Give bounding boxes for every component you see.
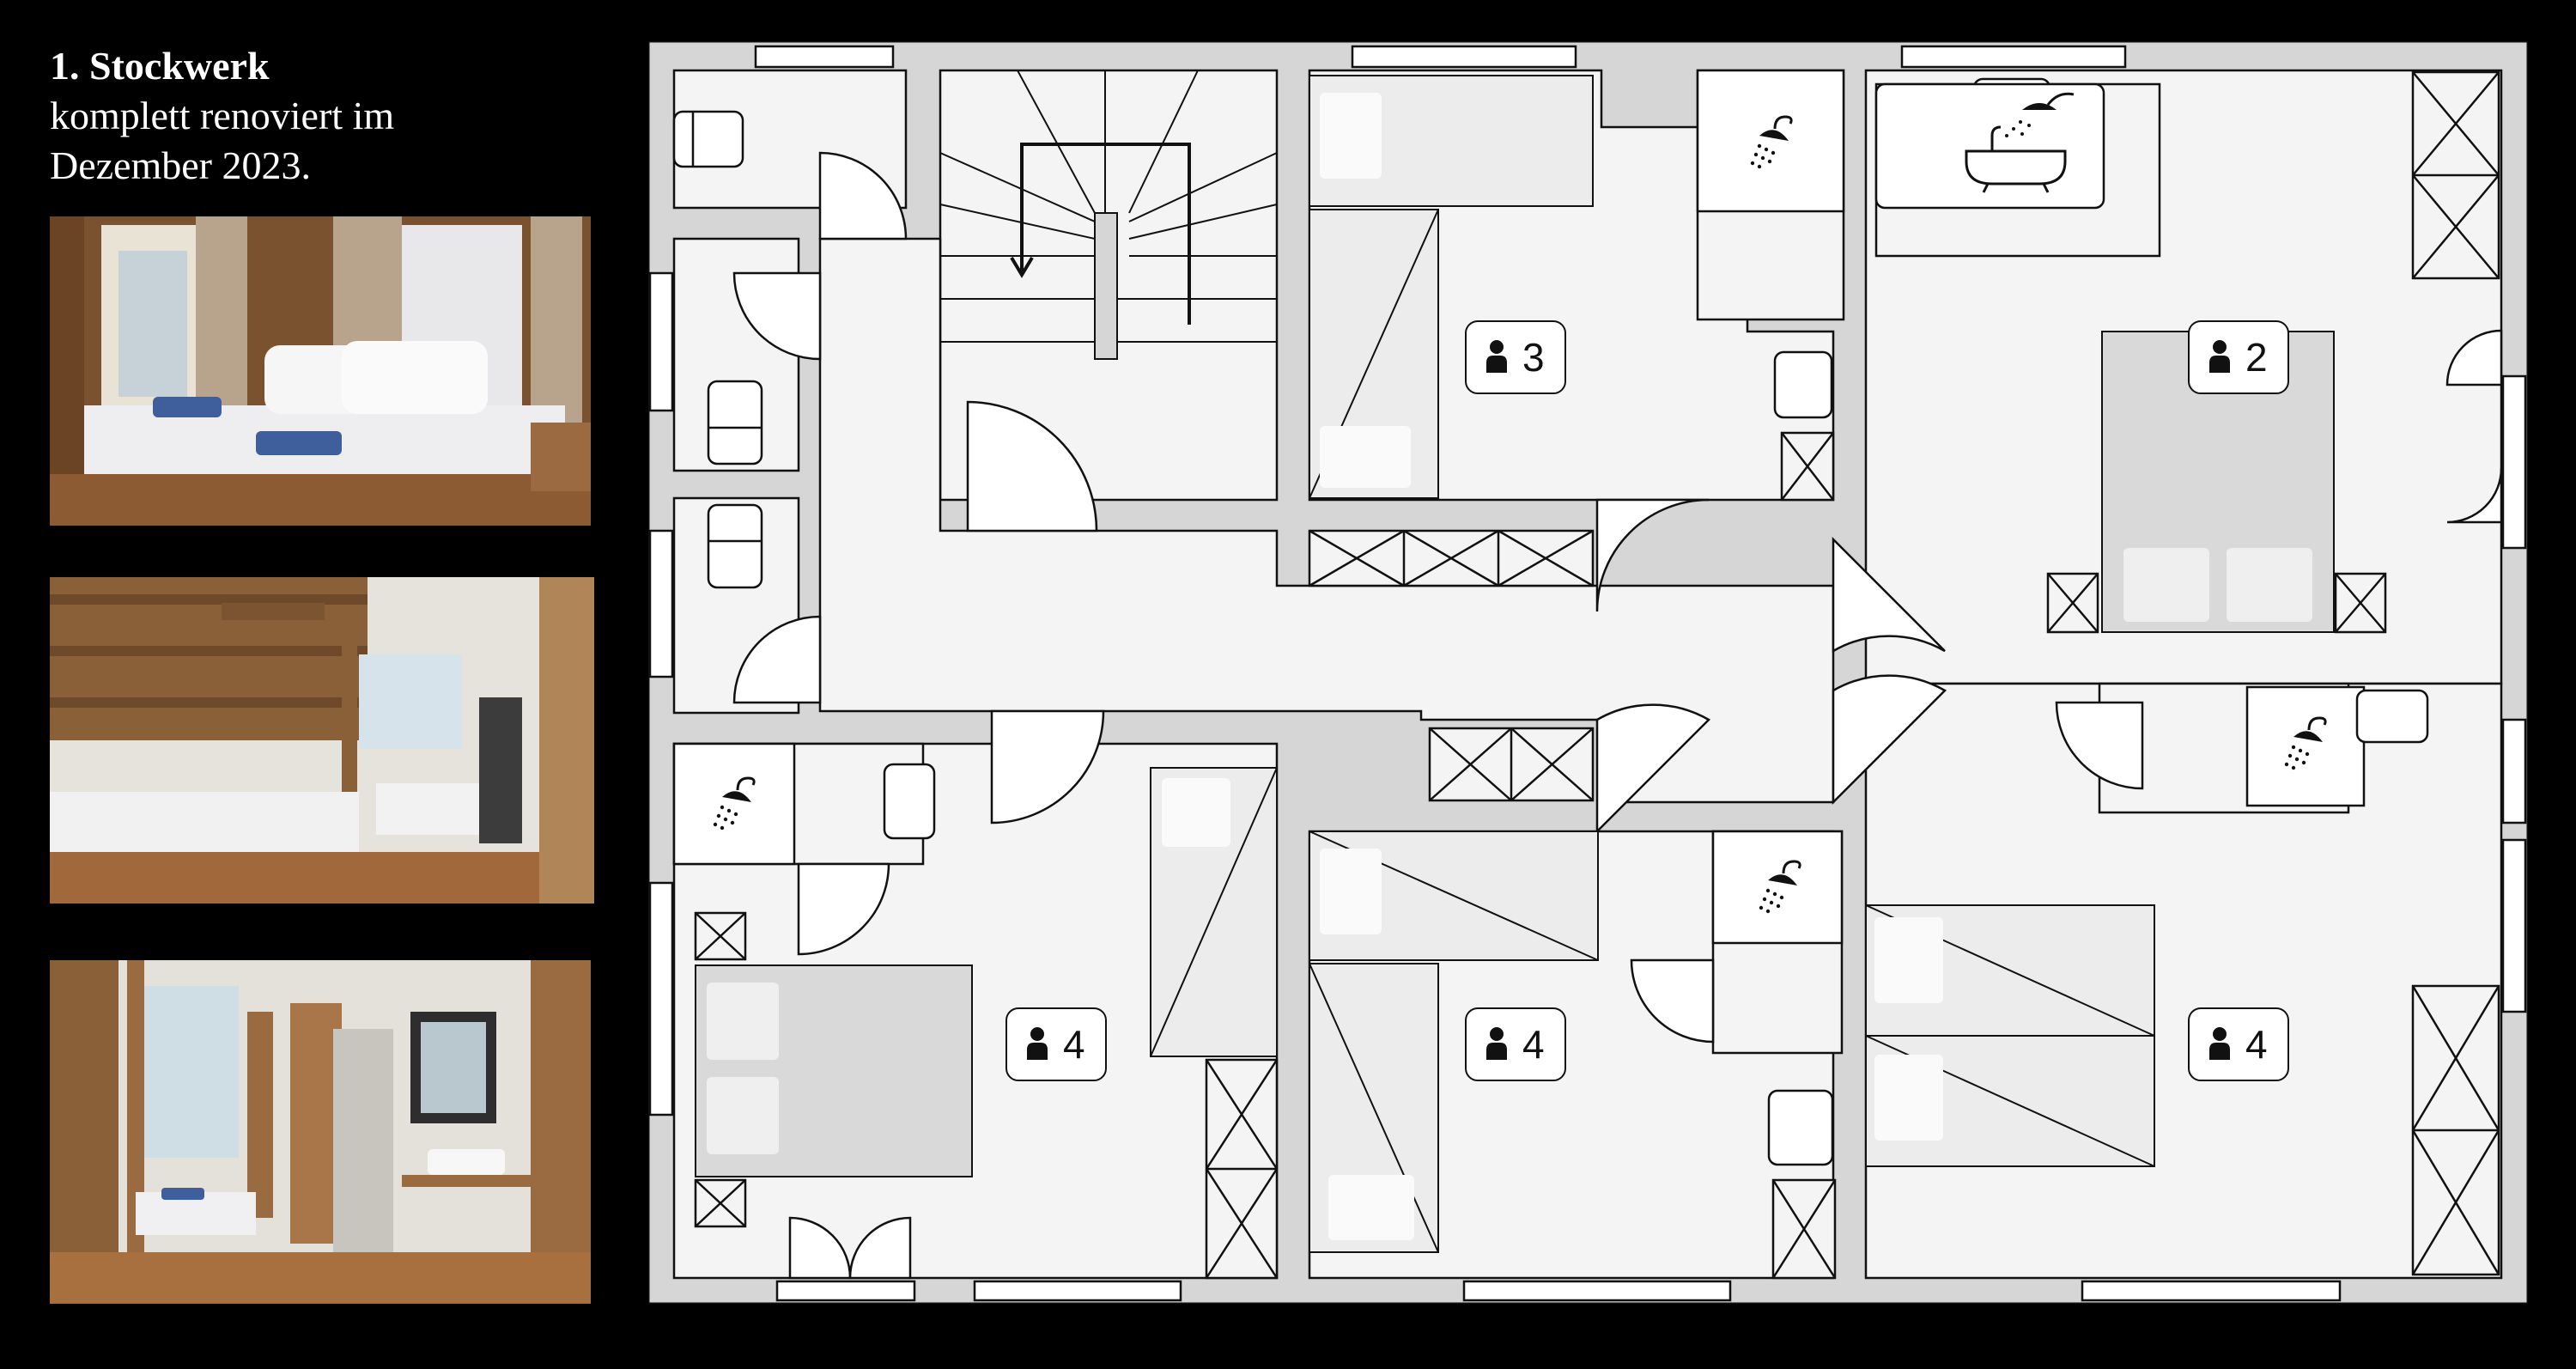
door-icon — [1630, 958, 1715, 1043]
window-left-2 — [648, 529, 674, 678]
door-icon — [818, 151, 908, 240]
occupancy-badge-room-north-center: 3 — [1465, 320, 1566, 394]
window-top-2 — [1351, 45, 1577, 69]
floor-title: 1. Stockwerk — [50, 44, 270, 88]
bathtub-icon — [1874, 82, 2105, 210]
window-bottom-2 — [973, 1280, 1182, 1302]
window-right-2 — [2501, 718, 2527, 824]
door-icon — [1595, 498, 1710, 612]
occupancy-count: 4 — [1522, 1022, 1545, 1067]
door-icon — [1832, 674, 1947, 806]
floor-subtitle-line-2: Dezember 2023. — [50, 143, 311, 187]
window-left-1 — [648, 271, 674, 412]
photo-bunk-bedroom[interactable] — [50, 577, 594, 904]
floor-plan: 3 2 4 4 4 — [647, 40, 2530, 1305]
occupancy-count: 2 — [2245, 335, 2268, 380]
window-bottom-4 — [2081, 1280, 2342, 1302]
photo-double-bedroom[interactable] — [50, 216, 591, 526]
window-right-1 — [2501, 374, 2527, 550]
door-icon — [966, 400, 1098, 532]
floor-subtitle-line-1: komplett renoviert im — [50, 94, 395, 137]
occupancy-badge-room-south-east: 4 — [2188, 1007, 2289, 1081]
door-icon — [732, 615, 822, 704]
door-icon — [2446, 467, 2503, 524]
door-icon — [1595, 703, 1711, 835]
occupancy-count: 4 — [1063, 1022, 1085, 1067]
toilet-icon — [672, 110, 744, 168]
occupancy-badge-room-south-center: 4 — [1465, 1007, 1566, 1081]
wardrobe-icon — [694, 70, 2500, 1280]
window-right-3 — [2501, 838, 2527, 1013]
occupancy-badge-room-north-east: 2 — [2188, 320, 2289, 394]
door-icon — [848, 1216, 912, 1280]
window-bottom-1 — [775, 1280, 916, 1302]
floor-caption: 1. Stockwerk komplett renoviert im Dezem… — [50, 41, 394, 191]
stairs-icon — [939, 70, 1278, 360]
door-icon — [2055, 701, 2144, 790]
window-left-3 — [648, 881, 674, 1116]
door-icon — [2445, 329, 2503, 386]
door-icon — [732, 271, 822, 361]
window-top-1 — [754, 45, 895, 69]
photo-bedroom-bathroom[interactable] — [50, 960, 591, 1304]
occupancy-badge-room-south-west: 4 — [1005, 1007, 1107, 1081]
door-icon — [1832, 536, 1946, 654]
floor-plan-drawing: 3 2 4 4 4 — [647, 40, 2530, 1305]
occupancy-count: 4 — [2245, 1022, 2268, 1067]
door-icon — [797, 862, 890, 956]
bathtub-glyph — [1965, 92, 2075, 193]
toilet-icon — [707, 380, 763, 465]
toilet-icon — [707, 503, 763, 589]
door-icon — [990, 709, 1105, 824]
window-bottom-3 — [1462, 1280, 1732, 1302]
window-top-3 — [1900, 45, 2127, 69]
occupancy-count: 3 — [1522, 335, 1545, 380]
